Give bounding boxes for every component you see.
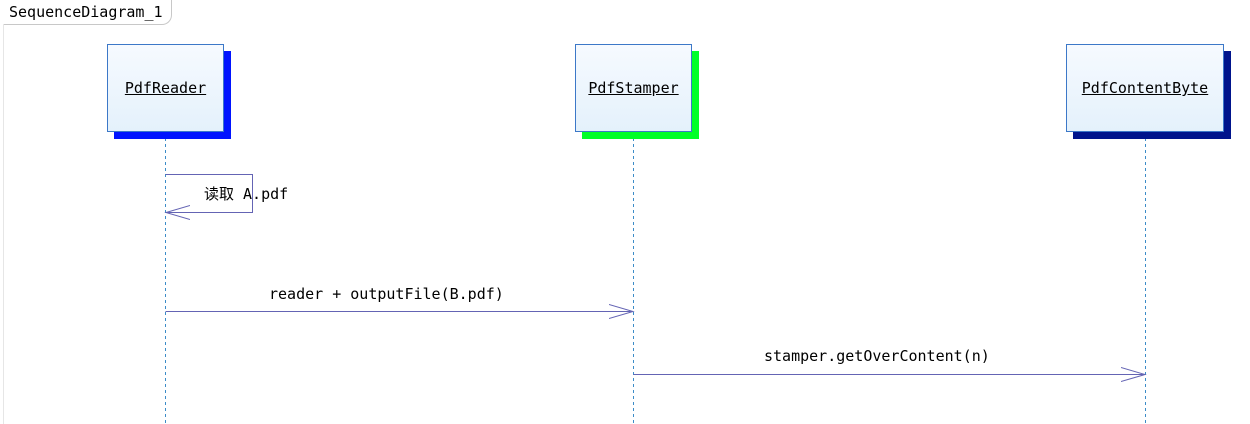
message-stamper-to-contentbyte-label[interactable]: stamper.getOverContent(n) <box>764 347 990 365</box>
lifeline-pdfstamper-label: PdfStamper <box>588 79 679 97</box>
lifeline-pdfreader[interactable]: PdfReader <box>107 44 224 132</box>
message-self-read-line[interactable] <box>166 174 253 213</box>
diagram-frame-edge <box>3 24 4 424</box>
lifeline-pdfcontentbyte-label: PdfContentByte <box>1081 79 1209 97</box>
diagram-title-tab[interactable]: SequenceDiagram_1 <box>3 0 172 25</box>
lifeline-pdfstamper[interactable]: PdfStamper <box>575 44 692 132</box>
message-reader-to-stamper-label[interactable]: reader + outputFile(B.pdf) <box>269 285 504 303</box>
lifeline-pdfreader-label: PdfReader <box>124 79 207 97</box>
diagram-title: SequenceDiagram_1 <box>9 3 163 21</box>
lifeline-pdfcontentbyte[interactable]: PdfContentByte <box>1066 44 1224 132</box>
message-self-read-label[interactable]: 读取 A.pdf <box>204 185 289 203</box>
